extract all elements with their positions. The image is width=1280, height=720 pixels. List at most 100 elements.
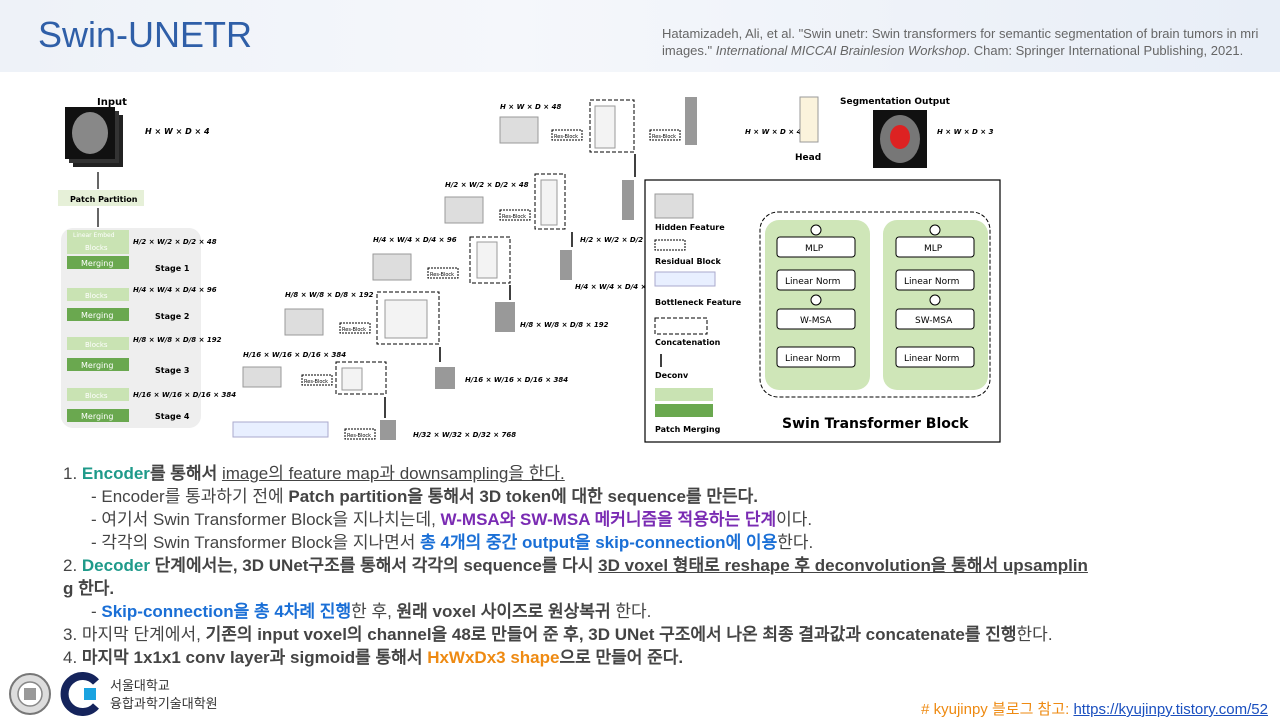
text: 3D voxel 형태로 reshape 후 deconvolution을 통해… <box>598 556 1088 575</box>
linear-norm-box <box>895 346 975 368</box>
legend-residual: Residual Block <box>655 257 722 266</box>
legend-patch-merging: Patch Merging <box>655 425 721 434</box>
legend-concat: Concatenation <box>655 338 721 347</box>
decoder-cube <box>622 180 634 220</box>
patch-partition-label: Patch Partition <box>70 195 138 204</box>
stage-dims: H/2 × W/2 × D/2 × 48 <box>133 238 217 246</box>
university-line: 서울대학교 <box>110 679 170 694</box>
swmsa-box <box>895 308 975 330</box>
merging-label: Merging <box>81 412 113 421</box>
hidden-feature-cube <box>284 308 324 336</box>
text: 으로 만들어 준다. <box>559 648 684 667</box>
university-line: 융합과학기술대학원 <box>110 697 218 712</box>
text: - 여기서 Swin Transformer Block을 지나치는데, <box>91 510 441 529</box>
legend-bottleneck: Bottleneck Feature <box>655 298 742 307</box>
bottleneck-sample <box>654 271 716 287</box>
keyword: 총 4개의 중간 output을 skip-connection에 이용 <box>420 533 778 552</box>
concatenation <box>469 236 511 284</box>
input-label: Input <box>97 97 127 108</box>
patch-partition <box>58 190 144 206</box>
text: 한다. <box>1016 625 1053 644</box>
bottleneck-feature <box>232 421 329 438</box>
stage-label: Stage 1 <box>155 264 190 273</box>
tumor-mask <box>890 125 910 149</box>
res-block-label: Res-Block <box>342 327 366 333</box>
decoder-cube <box>685 97 697 145</box>
blocks-label: Blocks <box>85 392 108 400</box>
top-dims: H × W × D × 48 <box>500 103 561 111</box>
hidden-feature-cube <box>444 196 484 224</box>
add-icon <box>929 294 941 306</box>
res-block <box>301 374 333 386</box>
text: 마지막 1x1x1 conv layer과 sigmoid를 통해서 <box>81 648 428 667</box>
merging-label: Merging <box>81 311 113 320</box>
res-block-label: Res-Block <box>304 379 328 385</box>
keyword: HxWxDx3 shape <box>427 648 560 667</box>
merging-sample <box>655 404 713 417</box>
ref-prefix: # kyujinpy 블로그 참고: <box>921 701 1074 718</box>
blocks-label: Blocks <box>85 341 108 349</box>
merging-sample-top <box>655 388 713 401</box>
blocks-label: Blocks <box>85 292 108 300</box>
point-2: 2. Decoder 단계에서는, 3D UNet구조를 통해서 각각의 seq… <box>63 554 1253 577</box>
text: g <box>63 579 74 598</box>
keyword: Decoder <box>81 556 150 575</box>
merging-block <box>67 409 129 422</box>
blocks-block <box>67 388 129 401</box>
res-block-label: Res-Block <box>502 214 526 220</box>
list-number: 2. <box>63 556 82 575</box>
wmsa-label: W-MSA <box>800 316 832 326</box>
gscst-logo-icon <box>60 672 99 716</box>
decoder-dims: H/2 × W/2 × D/2 × 48 <box>580 236 664 244</box>
citation-journal: International MICCAI Brainlesion Worksho… <box>715 43 967 58</box>
text: 한다. <box>777 533 814 552</box>
decoder-dims: H/4 × W/4 × D/4 × 96 <box>575 283 659 291</box>
point-1a: - Encoder를 통과하기 전에 Patch partition을 통해서 … <box>63 485 1253 508</box>
linear-norm-box <box>776 346 856 368</box>
blog-link[interactable]: https://kyujinpy.tistory.com/52 <box>1073 701 1268 718</box>
decoder-cube <box>435 367 455 389</box>
residual-sample <box>654 239 686 251</box>
page-title: Swin-UNETR <box>38 14 253 55</box>
mlp-label: MLP <box>924 244 943 254</box>
text: - Encoder를 통과하기 전에 <box>91 487 289 506</box>
snu-seal-icon <box>9 673 51 715</box>
linear-norm-label: Linear Norm <box>785 277 840 287</box>
deconv-cube <box>540 179 558 226</box>
keyword: Skip-connection을 총 4차례 진행 <box>101 602 352 621</box>
mlp-label: MLP <box>805 244 824 254</box>
blocks-block <box>67 337 129 350</box>
text: 4. <box>63 648 82 667</box>
deconv-cube <box>476 241 498 279</box>
text: 한다. <box>610 602 652 621</box>
linear-norm-box <box>895 269 975 291</box>
swmsa-label: SW-MSA <box>915 316 953 326</box>
legend-deconv: Deconv <box>655 371 689 380</box>
stage-label: Stage 4 <box>155 412 190 421</box>
text: 한 후, <box>351 602 397 621</box>
hidden-feature-cube <box>372 253 412 281</box>
text: 기존의 input voxel의 channel을 48로 만들어 준 후, 3… <box>205 625 1017 644</box>
decoder-dims: H/8 × W/8 × D/8 × 192 <box>520 321 609 329</box>
mlp-box <box>895 236 975 258</box>
deconv-cube <box>341 367 363 391</box>
res-block <box>551 129 583 141</box>
res-block <box>649 129 681 141</box>
decoder-cube <box>560 250 572 280</box>
text: 단계에서는, 3D UNet구조를 통해서 각각의 sequence를 다시 <box>149 556 599 575</box>
concatenation <box>534 173 566 230</box>
mlp-box <box>776 236 856 258</box>
keyword: W-MSA와 SW-MSA 메커니즘을 적용하는 단계 <box>440 510 777 529</box>
add-icon <box>810 294 822 306</box>
res-block-label: Res-Block <box>347 433 371 439</box>
res-block-label: Res-Block <box>554 134 578 140</box>
header-band: Swin-UNETR Hatamizadeh, Ali, et al. "Swi… <box>0 0 1280 72</box>
explanation-text: 1. Encoder를 통해서 image의 feature map과 down… <box>63 462 1253 669</box>
stage-dims: H/16 × W/16 × D/16 × 384 <box>133 391 236 399</box>
concatenation <box>376 291 440 345</box>
point-3: 3. 마지막 단계에서, 기존의 input voxel의 channel을 4… <box>63 623 1253 646</box>
stage-dims: H/4 × W/4 × D/4 × 96 <box>133 286 217 294</box>
deconv-cube <box>384 299 428 339</box>
concatenation <box>589 99 635 153</box>
text: 3. 마지막 단계에서, <box>63 625 206 644</box>
